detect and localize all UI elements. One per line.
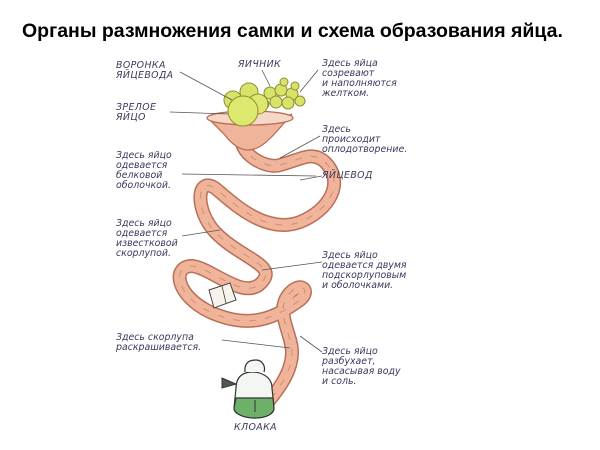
label-coloring: Здесь скорлупа раскрашивается.: [115, 332, 201, 353]
ovary-cluster: [223, 77, 306, 127]
leader-lines: [169, 69, 323, 353]
label-funnel: ВОРОНКА ЯЙЦЕВОДА: [115, 60, 173, 81]
label-shell: Здесь яйцо одевается известковой скорлуп…: [116, 218, 181, 259]
page-title: Органы размножения самки и схема образов…: [22, 20, 563, 42]
label-cloaca: КЛОАКА: [234, 422, 277, 433]
label-mature-egg: ЗРЕЛОЕ ЯЙЦО: [115, 102, 160, 123]
oviduct-tube: [172, 121, 342, 409]
shelled-egg: [208, 282, 237, 309]
label-membranes: Здесь яйцо одевается двумя подскорлуповы…: [322, 250, 410, 291]
label-fertilization: Здесь происходит оплодотворение.: [322, 124, 407, 155]
label-swelling: Здесь яйцо разбухает, насасывая воду и с…: [321, 346, 404, 387]
label-oviduct: ЯЙЦЕВОД: [321, 169, 373, 181]
label-ovary: ЯИЧНИК: [237, 59, 281, 70]
label-albumen: Здесь яйцо одевается белковой оболочкой.: [116, 150, 175, 191]
label-ovary-note: Здесь яйца созревают и наполняются желтк…: [321, 58, 400, 99]
cloaca: [221, 359, 275, 419]
